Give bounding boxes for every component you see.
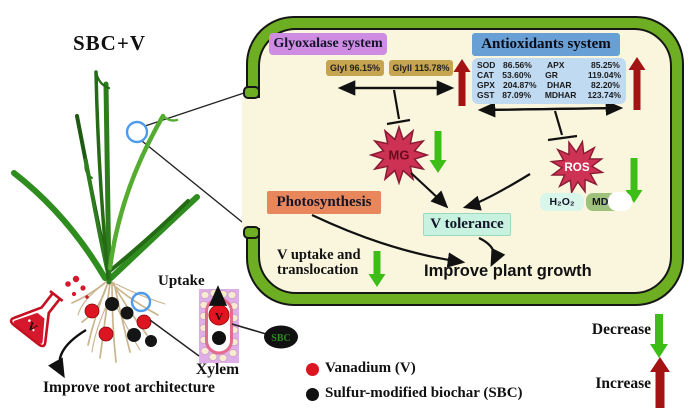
antioxidants-inhibit-ros [547,110,578,142]
gly1-value: GlyI 96.15% [326,60,384,76]
root-architecture-arrow [48,328,87,379]
tolerance-to-growth-arrow [478,237,506,267]
glyoxalase-header: Glyoxalase system [269,33,387,55]
vanadium-legend-dot [306,363,319,376]
uptake-label: Uptake [158,273,205,289]
xylem-biochar [210,329,228,347]
flask-icon: V [9,290,64,348]
xylem-v-label: V [215,311,223,323]
antioxidants-header: Antioxidants system [472,33,620,56]
improve-root-architecture-label: Improve root architecture [43,379,215,396]
glyoxalase-increase-arrow [453,59,471,106]
cell-panel-gap [242,98,264,228]
biochar-particle [120,306,134,320]
increase-label: Increase [595,375,651,392]
cell-panel-cap-top [243,86,260,99]
gly2-value: GlyII 115.78% [389,60,453,76]
decrease-label: Decrease [591,321,651,338]
mg-to-tolerance-arrow [410,172,449,209]
antioxidant-row: CAT 53.60% GR 119.04% [477,70,622,81]
sbc-ellipse [264,325,298,349]
biochar-particle [105,297,119,311]
photosynthesis-box: Photosynthesis [267,191,381,214]
biochar-legend-dot [306,388,319,401]
mg-starburst: MG [368,124,430,186]
v-tolerance-box: V tolerance [423,213,511,236]
vanadium-legend-label: Vanadium (V) [325,360,416,376]
mg-decrease-arrow [429,131,447,173]
root-xylem-line [149,319,200,357]
xylem-label: Xylem [196,361,240,378]
root-zoom-circle [130,291,152,313]
biochar-particle [145,335,157,347]
sbc-line [231,323,267,335]
h2o2-box: H₂O₂ [540,193,584,211]
v-uptake-label-line2: translocation [277,262,359,278]
figure-title: SBC+V [73,31,146,55]
antioxidant-row: GST 87.09% MDHAR 123.74% [477,90,621,101]
leaf-zoom-circle [125,120,149,144]
vanadium-particle [84,303,100,319]
antioxidants-table: SOD 86.56% APX 85.25% CAT 53.60% GR 119.… [472,58,626,104]
increase-arrow-icon [650,357,670,408]
photosynthesis-to-growth-arrow [311,214,466,268]
highlight-blob [608,192,632,211]
v-uptake-decrease-arrow [368,251,386,287]
glyoxalase-inhibits-mg [386,89,411,126]
v-uptake-label-line1: V uptake and [277,247,361,263]
antioxidant-row: GPX 204.87% DHAR 82.20% [477,80,620,91]
root-particles [84,297,157,347]
ros-to-tolerance-arrow [462,173,531,211]
antioxidants-range-arrow [477,100,624,118]
vanadium-particle [98,326,114,342]
biochar-legend-label: Sulfur-modified biochar (SBC) [325,385,523,401]
cell-panel-cap-bottom [243,226,260,239]
decrease-arrow-icon [650,314,668,358]
antioxidants-increase-arrow [628,57,646,110]
plant-roots [71,281,166,363]
antioxidant-row: SOD 86.56% APX 85.25% [477,60,620,70]
ros-label: ROS [564,161,589,174]
ros-decrease-arrow [625,158,643,203]
sbc-label: SBC [271,333,290,344]
plant-leaves [11,70,200,285]
mg-label: MG [389,148,410,163]
vanadium-particle [136,314,152,330]
improve-plant-growth-label: Improve plant growth [424,262,592,280]
flask-droplets [65,275,89,299]
biochar-particle [127,328,141,342]
ros-starburst: ROS [549,139,605,195]
